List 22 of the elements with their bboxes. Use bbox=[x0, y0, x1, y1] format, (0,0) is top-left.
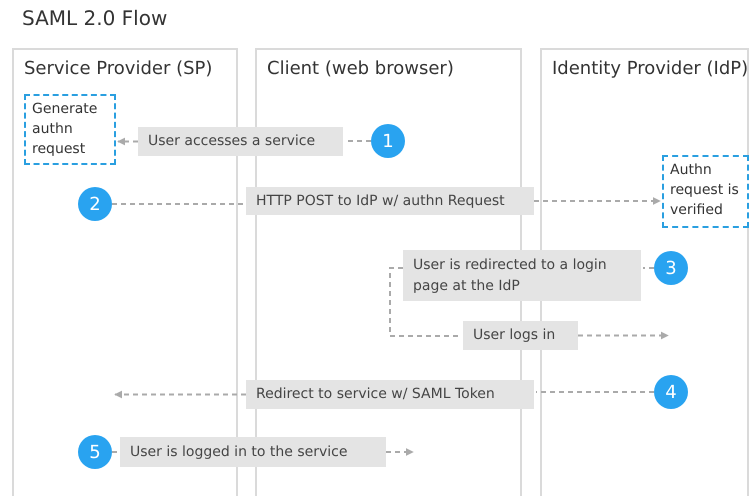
activity-box: Authn request is verified bbox=[662, 155, 749, 228]
step-number-circle: 4 bbox=[654, 375, 688, 409]
step-number-circle: 1 bbox=[371, 124, 405, 158]
message-label-box: User is logged in to the service bbox=[120, 437, 386, 467]
dashed-arrow bbox=[117, 138, 138, 146]
lane-heading: Service Provider (SP) bbox=[24, 58, 212, 79]
diagram-title: SAML 2.0 Flow bbox=[22, 6, 168, 30]
step-number-circle: 5 bbox=[78, 435, 112, 469]
dashed-arrow bbox=[114, 390, 246, 398]
step-number-circle: 3 bbox=[654, 251, 688, 285]
message-label-box: User is redirected to a login page at the IdP bbox=[403, 250, 641, 301]
message-label-box: HTTP POST to IdP w/ authn Request bbox=[246, 187, 534, 215]
dashed-arrow bbox=[534, 197, 661, 205]
dashed-arrow bbox=[578, 332, 669, 340]
activity-box: Generate authn request bbox=[24, 94, 116, 165]
message-label-box: User accesses a service bbox=[138, 127, 343, 156]
step-number-circle: 2 bbox=[78, 187, 112, 221]
message-label-box: User logs in bbox=[463, 321, 578, 350]
message-label-box: Redirect to service w/ SAML Token bbox=[246, 380, 534, 409]
dashed-arrow bbox=[386, 448, 414, 456]
lane-heading: Client (web browser) bbox=[267, 58, 454, 79]
lane-heading: Identity Provider (IdP) bbox=[552, 58, 748, 79]
